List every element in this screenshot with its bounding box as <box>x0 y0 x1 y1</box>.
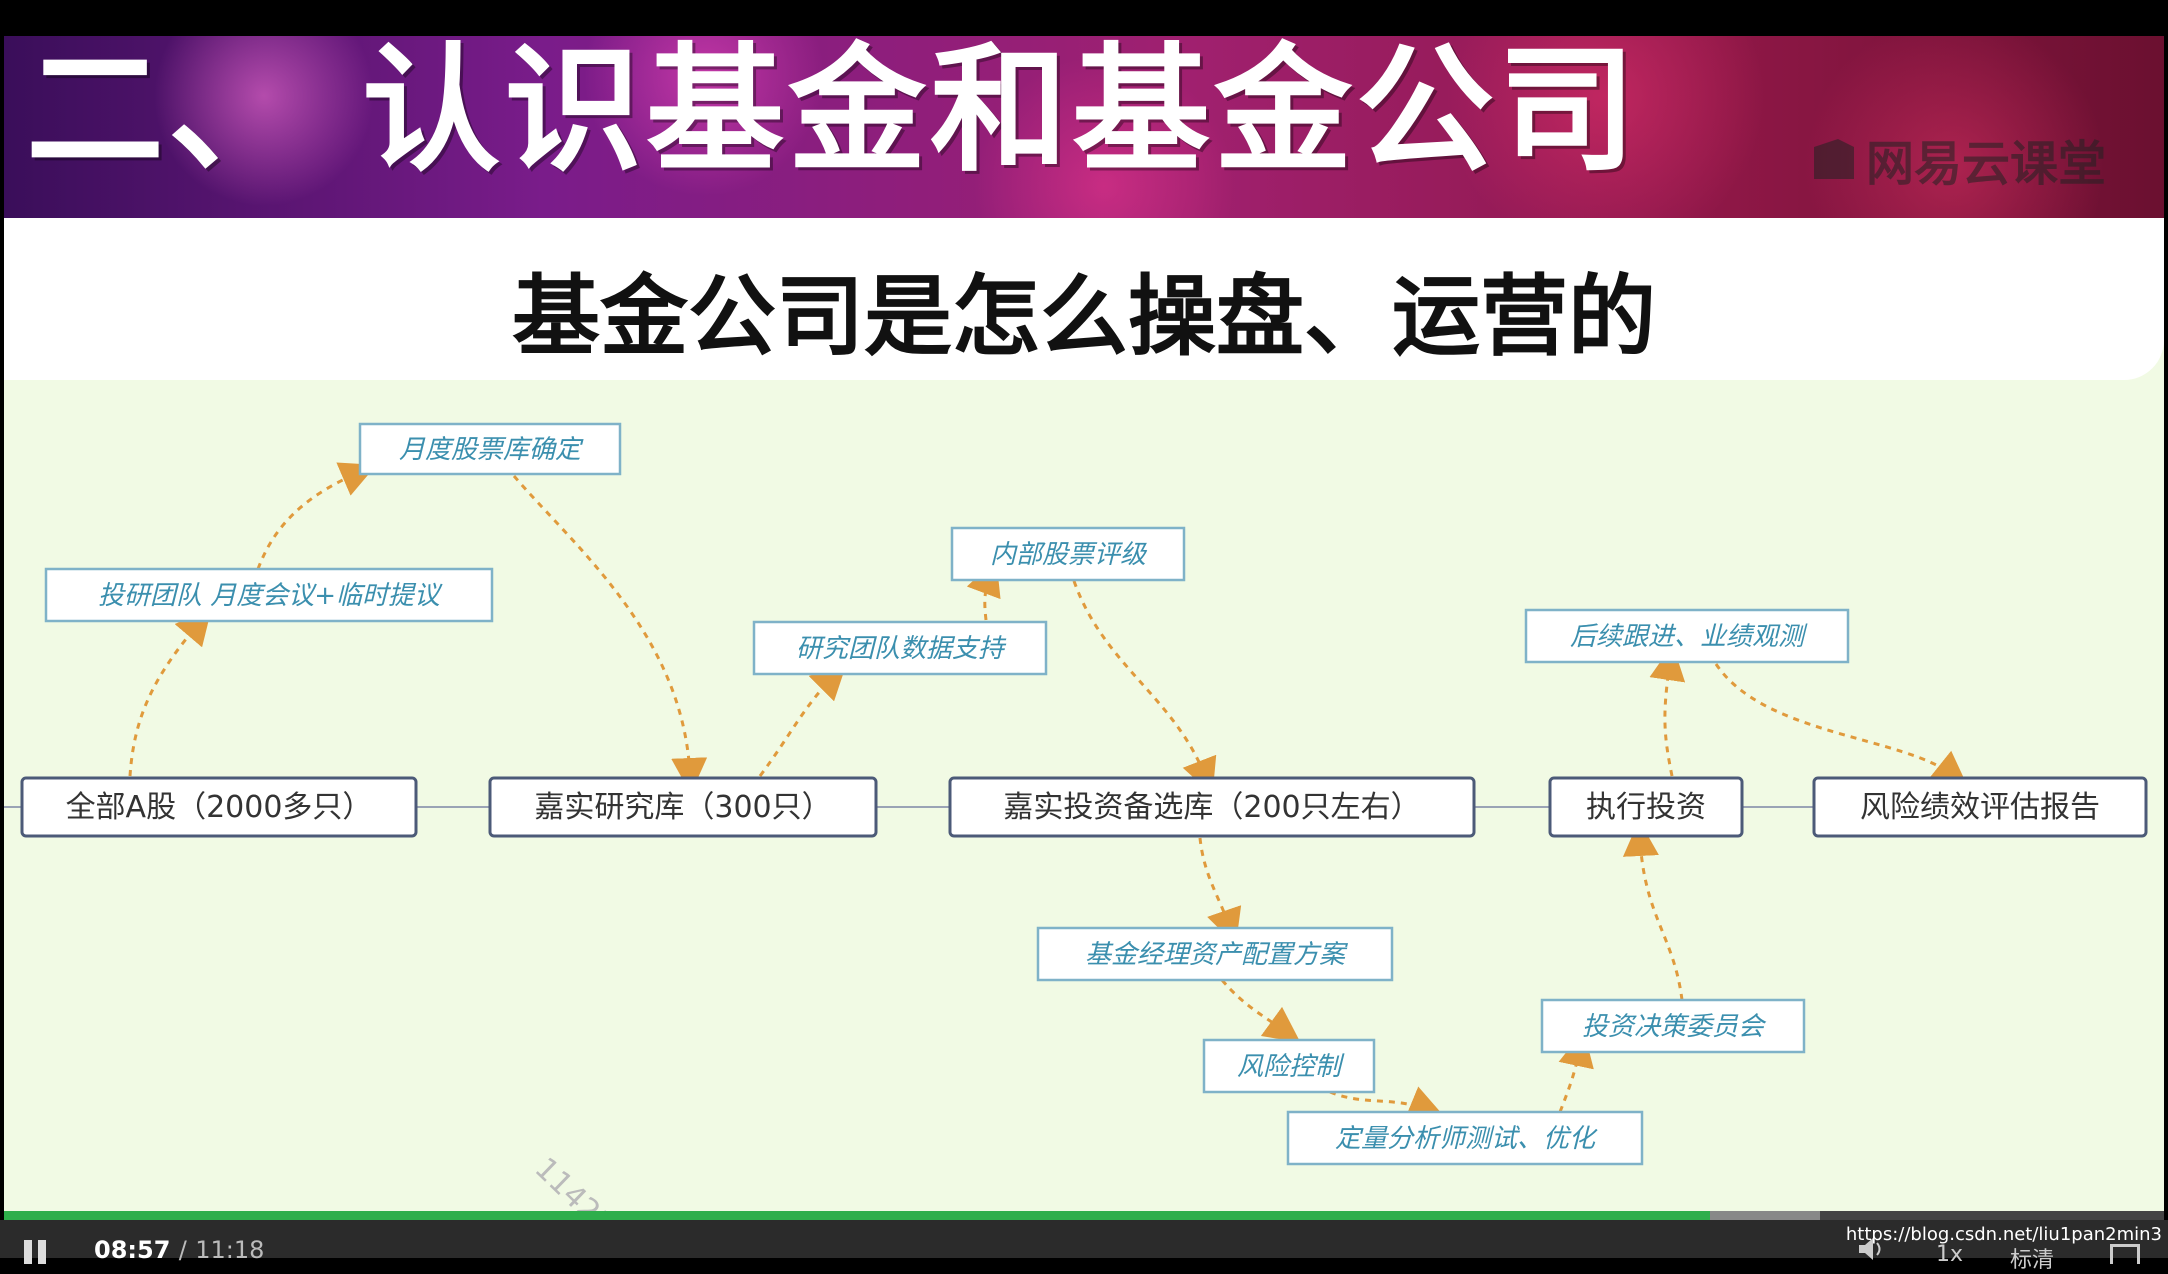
node-committee: 投资决策委员会 <box>1540 998 1806 1054</box>
svg-text:全部A股（2000多只）: 全部A股（2000多只） <box>66 790 373 825</box>
progress-bar[interactable] <box>4 1211 2164 1220</box>
svg-text:风险绩效评估报告: 风险绩效评估报告 <box>1860 790 2100 825</box>
flow-arrow <box>1072 580 1217 795</box>
flow-arrow <box>512 475 708 794</box>
svg-text:基金经理资产配置方案: 基金经理资产配置方案 <box>1085 940 1349 970</box>
svg-text:月度股票库确定: 月度股票库确定 <box>399 435 584 465</box>
flow-arrow <box>1198 837 1242 946</box>
flow-arrow <box>966 559 1001 621</box>
flow-arrow <box>1558 1030 1594 1113</box>
svg-text:研究团队数据支持: 研究团队数据支持 <box>796 634 1007 664</box>
node-risk-control: 风险控制 <box>1202 1038 1376 1094</box>
pause-icon[interactable] <box>24 1240 50 1264</box>
slide-banner: 二、 认识基金和基金公司 网易云课堂 <box>4 36 2164 218</box>
flow-arrow <box>1649 644 1686 777</box>
progress-played <box>4 1211 1710 1220</box>
time-display: 08:57 / 11:18 <box>94 1236 264 1264</box>
time-separator: / <box>178 1236 187 1264</box>
node-investment-pool: 嘉实投资备选库（200只左右） <box>948 776 1476 838</box>
svg-text:定量分析师测试、优化: 定量分析师测试、优化 <box>1335 1124 1598 1154</box>
node-team-meeting: 投研团队 月度会议+临时提议 <box>44 567 494 623</box>
subtitle-band <box>4 218 2164 380</box>
node-data-support: 研究团队数据支持 <box>752 620 1048 676</box>
svg-text:执行投资: 执行投资 <box>1586 790 1706 825</box>
current-time: 08:57 <box>94 1236 171 1264</box>
node-internal-rating: 内部股票评级 <box>950 526 1186 582</box>
svg-text:投资决策委员会: 投资决策委员会 <box>1582 1012 1767 1042</box>
flow-arrow <box>1220 979 1301 1043</box>
node-quant-test: 定量分析师测试、优化 <box>1286 1110 1644 1166</box>
brand-icon <box>1814 139 1854 179</box>
svg-text:嘉实研究库（300只）: 嘉实研究库（300只） <box>534 790 831 825</box>
brand-name: 网易云课堂 <box>1866 136 2107 192</box>
flow-arrow <box>128 608 212 777</box>
volume-icon[interactable] <box>1856 1234 1886 1264</box>
node-monthly-confirm: 月度股票库确定 <box>358 422 622 476</box>
player-controls: 08:57 / 11:18 1x 标清 <box>0 1220 2168 1273</box>
blog-url-watermark: https://blog.csdn.net/liu1pan2min3 <box>1845 1224 2162 1245</box>
node-risk-report: 风险绩效评估报告 <box>1812 776 2148 838</box>
flow-arrow <box>1622 820 1684 1001</box>
duration: 11:18 <box>195 1236 265 1264</box>
progress-buffered <box>1710 1211 1820 1220</box>
node-follow-up: 后续跟进、业绩观测 <box>1524 608 1850 664</box>
node-all-a-shares: 全部A股（2000多只） <box>20 776 418 838</box>
svg-text:后续跟进、业绩观测: 后续跟进、业绩观测 <box>1570 622 1808 652</box>
node-research-library: 嘉实研究库（300只） <box>488 776 878 838</box>
svg-text:内部股票评级: 内部股票评级 <box>990 540 1148 570</box>
speed-button[interactable]: 1x <box>1936 1242 1964 1267</box>
fullscreen-icon[interactable] <box>2110 1244 2140 1264</box>
svg-text:嘉实投资备选库（200只左右）: 嘉实投资备选库（200只左右） <box>1003 790 1420 825</box>
flow-arrow <box>1714 663 1969 788</box>
video-frame[interactable]: 二、 认识基金和基金公司 网易云课堂 基金公司是怎么操盘、运营的 <box>4 36 2164 1220</box>
flow-diagram: 全部A股（2000多只） 嘉实研究库（300只） 嘉实投资备选库（200只左右）… <box>4 422 2148 1166</box>
flow-arrow <box>256 462 377 570</box>
svg-text:风险控制: 风险控制 <box>1237 1052 1345 1082</box>
svg-text:投研团队 月度会议+临时提议: 投研团队 月度会议+临时提议 <box>98 581 443 611</box>
flow-arrow <box>758 663 847 777</box>
flow-arrow <box>1329 1086 1445 1120</box>
slide-title: 二、 认识基金和基金公司 <box>26 36 1641 191</box>
quality-button[interactable]: 标清 <box>2010 1248 2055 1273</box>
node-asset-allocation: 基金经理资产配置方案 <box>1036 926 1394 982</box>
node-execute-investment: 执行投资 <box>1548 776 1744 838</box>
brand-logo: 网易云课堂 <box>1814 124 2164 194</box>
slide-subtitle: 基金公司是怎么操盘、运营的 <box>511 265 1656 368</box>
